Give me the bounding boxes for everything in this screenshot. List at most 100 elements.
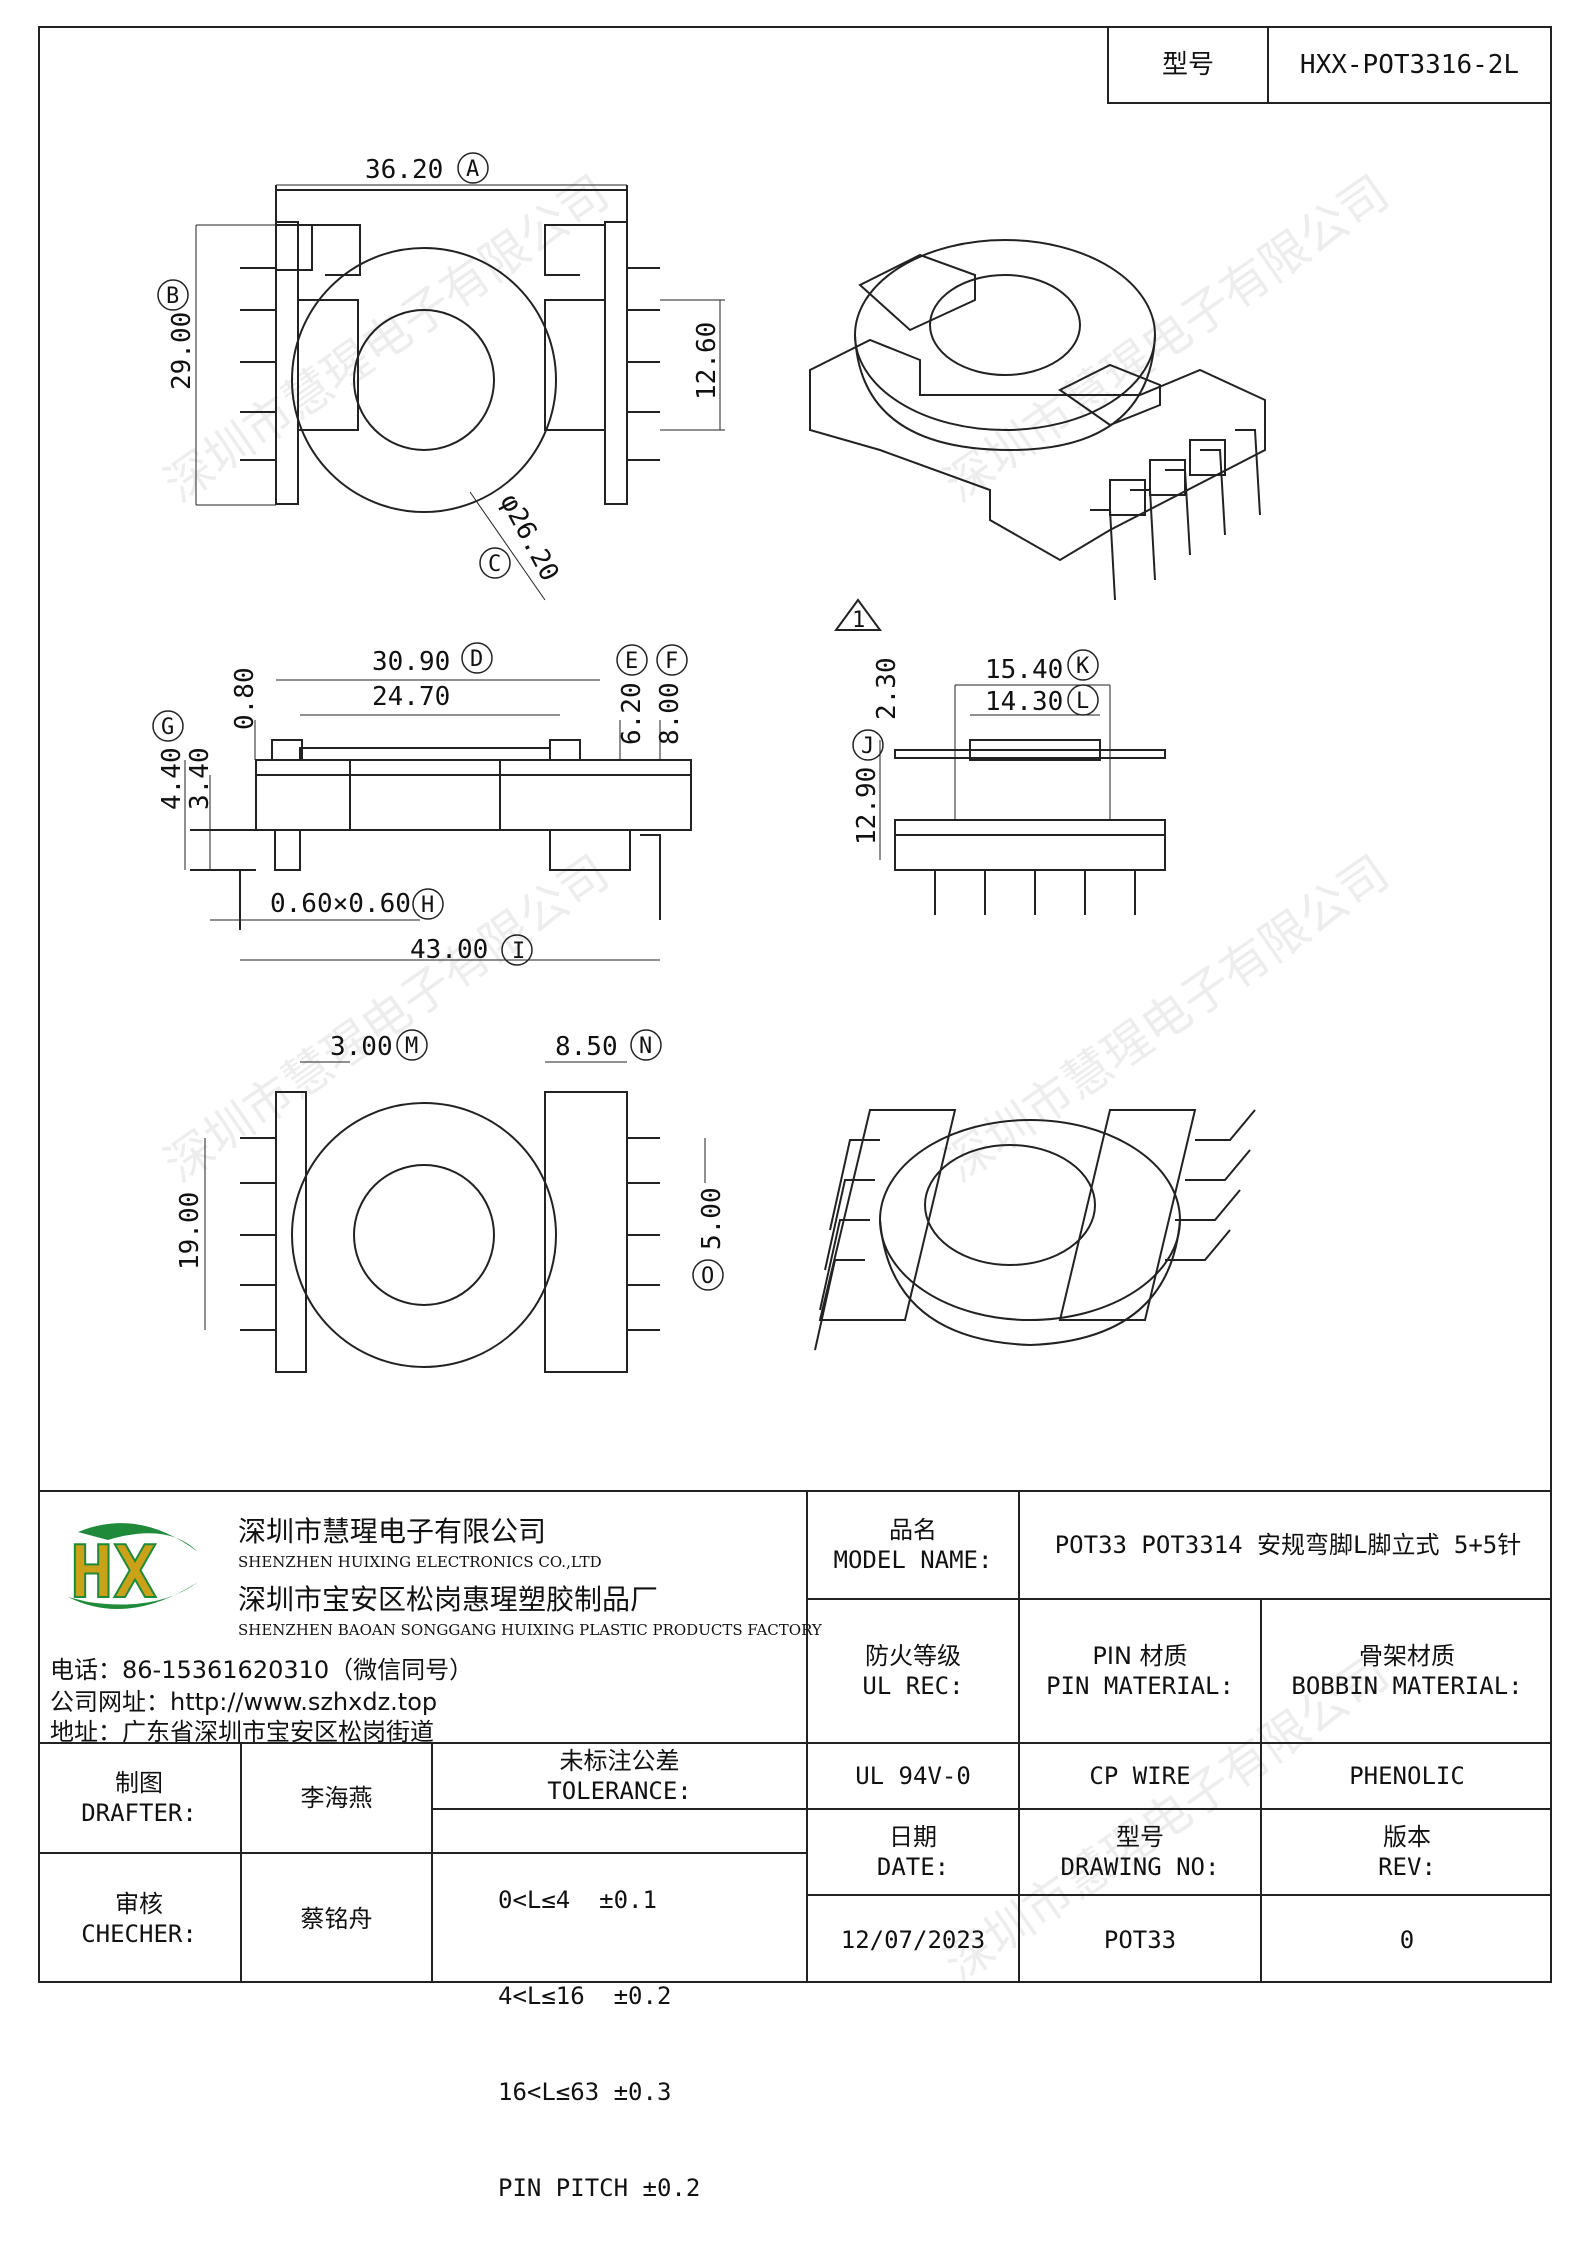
bottom-view — [204, 1061, 706, 1373]
dim-j: 12.90 — [852, 767, 882, 845]
drawing-frame — [38, 26, 1552, 1983]
drafter-label: 制图 DRAFTER: — [38, 1744, 240, 1852]
dim-e: 6.20 — [617, 682, 647, 745]
pins-left — [240, 267, 276, 461]
checker-value: 蔡铭舟 — [300, 1904, 373, 1933]
tolerance-row: PIN PITCH ±0.2 — [498, 2174, 701, 2202]
iso2-pins-left — [814, 1139, 880, 1351]
title-block: HX 深圳市慧瑆电子有限公司 SHENZHEN HUIXING ELECTRON… — [38, 1490, 1552, 2202]
dim-24-70: 24.70 — [372, 682, 450, 712]
technical-drawing: 36.20 29.00 12.60 φ26.20 30.90 24.70 0.8… — [152, 152, 1266, 1373]
company-name-cn: 深圳市慧瑆电子有限公司 — [238, 1515, 547, 1548]
label-c: C — [488, 552, 501, 577]
bobbin-material-value: PHENOLIC — [1349, 1762, 1465, 1790]
dim-i: 43.00 — [410, 935, 488, 965]
factory-name-cn: 深圳市宝安区松岗惠瑆塑胶制品厂 — [238, 1583, 659, 1616]
model-name-value: POT33 POT3314 安规弯脚L脚立式 5+5针 — [1054, 1531, 1522, 1559]
bobbin-material-label: 骨架材质 BOBBIN MATERIAL: — [1262, 1600, 1552, 1742]
tolerance-label-en: TOLERANCE: — [547, 1777, 692, 1805]
label-a: A — [466, 157, 479, 182]
tolerance-label: 未标注公差 TOLERANCE: — [433, 1744, 806, 1808]
dim-n: 8.50 — [555, 1032, 618, 1062]
tolerance-row: 0<L≤4 ±0.1 — [498, 1886, 657, 1914]
drawing-no-label-cn: 型号 — [1116, 1823, 1164, 1851]
label-l: L — [1076, 689, 1089, 714]
bobbin-material-label-en: BOBBIN MATERIAL: — [1291, 1672, 1523, 1700]
model-header-label: 型号 — [1161, 49, 1214, 80]
logo-text: HX — [70, 1530, 157, 1614]
front-view — [834, 598, 1166, 915]
date-label-en: DATE: — [876, 1853, 950, 1881]
rev-label-cn: 版本 — [1383, 1823, 1431, 1851]
label-e: E — [625, 649, 638, 674]
pin-material-value: CP WIRE — [1089, 1762, 1191, 1790]
rev-value: 0 — [1399, 1925, 1415, 1954]
dim-b: 29.00 — [167, 312, 197, 390]
company-logo: HX — [48, 1512, 208, 1622]
dim-h: 0.60×0.60 — [270, 889, 411, 919]
dim-k: 15.40 — [985, 655, 1063, 685]
dim-0-80: 0.80 — [230, 667, 260, 730]
tolerance-row: 4<L≤16 ±0.2 — [498, 1982, 672, 2010]
ul-rec-label-en: UL REC: — [862, 1672, 964, 1700]
tolerance-row: 16<L≤63 ±0.3 — [498, 2078, 672, 2106]
ul-rec-value: UL 94V-0 — [855, 1762, 971, 1790]
pin-material-label-cn: PIN 材质 — [1092, 1642, 1188, 1670]
iso2-pins-right — [1165, 1109, 1256, 1261]
ul-rec-label-cn: 防火等级 — [865, 1642, 961, 1670]
bobbin-material-label-cn: 骨架材质 — [1359, 1642, 1455, 1670]
drafter-label-en: DRAFTER: — [81, 1799, 197, 1827]
factory-name-en: SHENZHEN BAOAN SONGGANG HUIXING PLASTIC … — [238, 1621, 822, 1639]
label-i: I — [512, 939, 525, 964]
tolerance-table: 0<L≤4 ±0.1 4<L≤16 ±0.2 16<L≤63 ±0.3 PIN … — [498, 1820, 798, 2268]
pin-material-label: PIN 材质 PIN MATERIAL: — [1020, 1600, 1260, 1742]
drawing-no-value: POT33 — [1103, 1925, 1177, 1954]
dim-3-40: 3.40 — [185, 747, 215, 810]
dim-g: 4.40 — [157, 747, 187, 810]
dim-12-60: 12.60 — [692, 322, 722, 400]
label-b: B — [166, 284, 179, 309]
label-m: M — [405, 1034, 418, 1059]
dim-c: φ26.20 — [494, 489, 565, 586]
label-j: J — [861, 734, 874, 759]
date-value: 12/07/2023 — [840, 1925, 986, 1954]
model-name-label-cn: 品名 — [889, 1516, 937, 1544]
label-h: H — [421, 893, 434, 918]
ul-rec-label: 防火等级 UL REC: — [808, 1600, 1018, 1742]
label-k: K — [1076, 654, 1090, 679]
company-phone: 电话：86-15361620310（微信同号） — [50, 1656, 474, 1684]
drafter-value: 李海燕 — [300, 1784, 373, 1812]
dim-f: 8.00 — [655, 682, 685, 745]
label-g: G — [161, 715, 174, 740]
company-website: 公司网址：http://www.szhxdz.top — [50, 1688, 438, 1716]
dim-m: 3.00 — [330, 1032, 393, 1062]
model-name-label-en: MODEL NAME: — [833, 1546, 993, 1574]
rev-label: 版本 REV: — [1262, 1810, 1552, 1894]
dim-2-30: 2.30 — [872, 657, 902, 720]
label-d: D — [470, 647, 483, 672]
dim-o: 5.00 — [697, 1187, 727, 1250]
rev-label-en: REV: — [1378, 1853, 1436, 1881]
model-header: 型号 HXX-POT3316-2L — [1107, 26, 1552, 104]
side-view — [184, 679, 692, 961]
drawing-no-label: 型号 DRAWING NO: — [1020, 1810, 1260, 1894]
dim-a: 36.20 — [365, 155, 443, 185]
checker-label-cn: 审核 — [115, 1889, 163, 1918]
company-name-en: SHENZHEN HUIXING ELECTRONICS CO.,LTD — [238, 1553, 602, 1571]
bottom-pins-left — [240, 1137, 276, 1331]
date-label: 日期 DATE: — [808, 1810, 1018, 1894]
dim-l: 14.30 — [985, 687, 1063, 717]
checker-label-en: CHECHER: — [81, 1919, 197, 1948]
drawing-no-label-en: DRAWING NO: — [1060, 1853, 1220, 1881]
bottom-pins-right — [627, 1137, 660, 1331]
pins-right — [627, 267, 660, 461]
label-note: 1 — [852, 608, 865, 633]
model-name-label: 品名 MODEL NAME: — [808, 1492, 1018, 1598]
company-address: 地址：广东省深圳市宝安区松岗街道 — [50, 1718, 434, 1746]
label-n: N — [639, 1034, 652, 1059]
front-pins — [934, 870, 1136, 915]
checker-label: 审核 CHECHER: — [38, 1854, 240, 1983]
iso-view-top — [809, 239, 1266, 601]
iso-view-bottom — [814, 1109, 1256, 1351]
dim-19-00: 19.00 — [175, 1192, 205, 1270]
